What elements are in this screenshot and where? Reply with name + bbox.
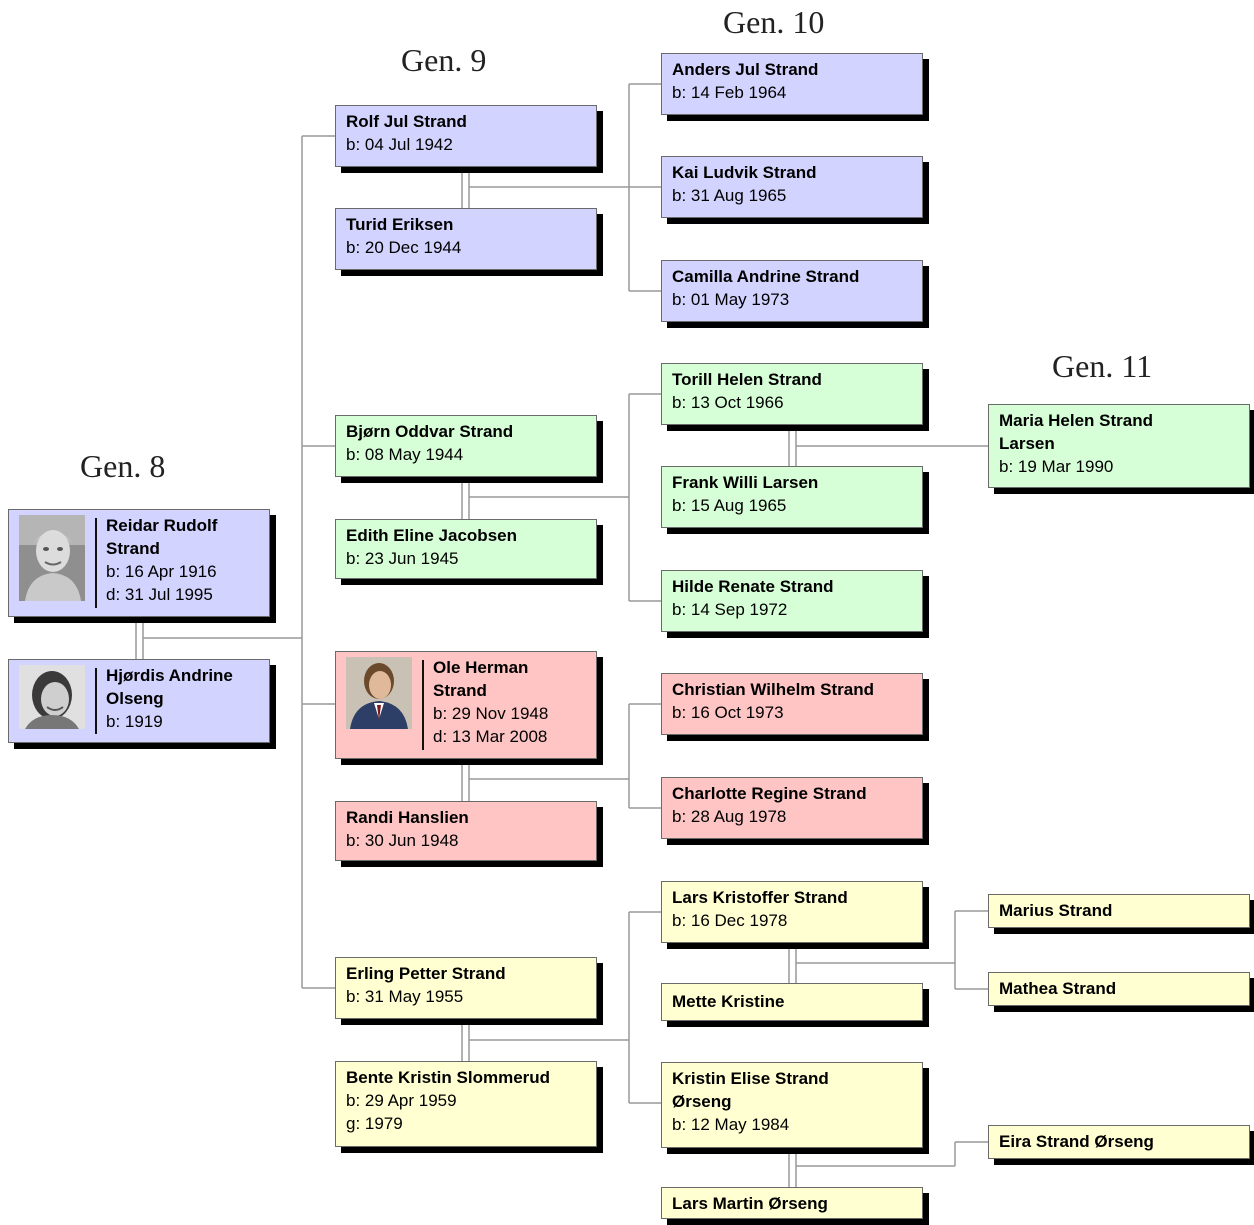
person-name: Hjørdis Andrine [106,666,233,685]
birth-date: b: 31 May 1955 [346,987,464,1006]
person-name: Kristin Elise Strand [672,1069,829,1088]
generation-8-heading: Gen. 8 [80,448,166,484]
marriage-date: g: 1979 [346,1114,403,1133]
person-name: Lars Kristoffer Strand [672,888,848,907]
divider [95,668,97,734]
person-card-charlotte-regine-strand[interactable]: Charlotte Regine Strand b: 28 Aug 1978 [661,777,923,839]
person-name: Maria Helen Strand [999,411,1153,430]
person-name: Kai Ludvik Strand [672,163,817,182]
person-name: Strand [433,681,487,700]
person-name: Frank Willi Larsen [672,473,819,492]
person-name: Ole Herman [433,658,529,677]
person-card-kristin-elise-strand-orseng[interactable]: Kristin Elise Strand Ørseng b: 12 May 19… [661,1062,923,1148]
birth-date: b: 13 Oct 1966 [672,393,784,412]
person-name: Hilde Renate Strand [672,577,834,596]
person-name: Turid Eriksen [346,215,454,234]
person-card-mathea-strand[interactable]: Mathea Strand [988,972,1250,1006]
person-name: Ørseng [672,1092,732,1111]
birth-date: b: 08 May 1944 [346,445,464,464]
person-name: Christian Wilhelm Strand [672,680,874,699]
person-name: Bjørn Oddvar Strand [346,422,514,441]
person-card-hilde-renate-strand[interactable]: Hilde Renate Strand b: 14 Sep 1972 [661,570,923,632]
birth-date: b: 28 Aug 1978 [672,807,787,826]
birth-date: b: 01 May 1973 [672,290,790,309]
person-card-christian-wilhelm-strand[interactable]: Christian Wilhelm Strand b: 16 Oct 1973 [661,673,923,735]
person-card-frank-willi-larsen[interactable]: Frank Willi Larsen b: 15 Aug 1965 [661,466,923,528]
portrait-photo [19,515,85,601]
person-name: Mette Kristine [672,992,785,1011]
person-card-edith-eline-jacobsen[interactable]: Edith Eline Jacobsen b: 23 Jun 1945 [335,519,597,579]
birth-date: b: 15 Aug 1965 [672,496,787,515]
birth-date: b: 12 May 1984 [672,1115,790,1134]
person-card-randi-hanslien[interactable]: Randi Hanslien b: 30 Jun 1948 [335,801,597,861]
person-name: Randi Hanslien [346,808,469,827]
birth-date: b: 30 Jun 1948 [346,831,459,850]
person-name: Bente Kristin Slommerud [346,1068,551,1087]
person-card-lars-kristoffer-strand[interactable]: Lars Kristoffer Strand b: 16 Dec 1978 [661,881,923,943]
person-name: Marius Strand [999,901,1113,920]
person-card-mette-kristine[interactable]: Mette Kristine [661,983,923,1021]
person-card-bjorn-oddvar-strand[interactable]: Bjørn Oddvar Strand b: 08 May 1944 [335,415,597,477]
birth-date: b: 20 Dec 1944 [346,238,462,257]
birth-date: b: 16 Apr 1916 [106,562,217,581]
divider [422,660,424,750]
person-name: Reidar Rudolf [106,516,218,535]
person-card-rolf-jul-strand[interactable]: Rolf Jul Strand b: 04 Jul 1942 [335,105,597,167]
person-card-eira-strand-orseng[interactable]: Eira Strand Ørseng [988,1125,1250,1159]
birth-date: b: 29 Apr 1959 [346,1091,457,1110]
person-card-anders-jul-strand[interactable]: Anders Jul Strand b: 14 Feb 1964 [661,53,923,115]
person-card-reidar-rudolf-strand[interactable]: Reidar Rudolf Strand b: 16 Apr 1916 d: 3… [8,509,270,617]
person-name: Olseng [106,689,164,708]
portrait-photo [346,657,412,729]
person-name: Torill Helen Strand [672,370,822,389]
person-name: Eira Strand Ørseng [999,1132,1154,1151]
person-name: Rolf Jul Strand [346,112,467,131]
birth-date: b: 23 Jun 1945 [346,549,459,568]
divider [95,518,97,608]
person-card-bente-kristin-slommerud[interactable]: Bente Kristin Slommerud b: 29 Apr 1959 g… [335,1061,597,1147]
birth-date: b: 04 Jul 1942 [346,135,453,154]
birth-date: b: 31 Aug 1965 [672,186,787,205]
person-name: Edith Eline Jacobsen [346,526,517,545]
person-card-lars-martin-orseng[interactable]: Lars Martin Ørseng [661,1187,923,1219]
birth-date: b: 14 Feb 1964 [672,83,787,102]
birth-date: b: 16 Oct 1973 [672,703,784,722]
person-card-maria-helen-strand-larsen[interactable]: Maria Helen Strand Larsen b: 19 Mar 1990 [988,404,1250,488]
person-name: Strand [106,539,160,558]
generation-10-heading: Gen. 10 [723,4,825,40]
person-card-marius-strand[interactable]: Marius Strand [988,894,1250,928]
person-name: Anders Jul Strand [672,60,819,79]
death-date: d: 31 Jul 1995 [106,585,213,604]
birth-date: b: 1919 [106,712,163,731]
generation-9-heading: Gen. 9 [401,42,487,78]
person-name: Camilla Andrine Strand [672,267,860,286]
generation-11-heading: Gen. 11 [1052,348,1153,384]
portrait-photo [19,665,85,729]
death-date: d: 13 Mar 2008 [433,727,548,746]
person-name: Erling Petter Strand [346,964,506,983]
person-card-ole-herman-strand[interactable]: Ole Herman Strand b: 29 Nov 1948 d: 13 M… [335,651,597,759]
person-card-torill-helen-strand[interactable]: Torill Helen Strand b: 13 Oct 1966 [661,363,923,425]
person-name: Mathea Strand [999,979,1117,998]
person-card-erling-petter-strand[interactable]: Erling Petter Strand b: 31 May 1955 [335,957,597,1019]
person-name: Larsen [999,434,1055,453]
person-card-turid-eriksen[interactable]: Turid Eriksen b: 20 Dec 1944 [335,208,597,270]
person-card-hjordis-andrine-olseng[interactable]: Hjørdis Andrine Olseng b: 1919 [8,659,270,743]
person-card-camilla-andrine-strand[interactable]: Camilla Andrine Strand b: 01 May 1973 [661,260,923,322]
birth-date: b: 14 Sep 1972 [672,600,788,619]
birth-date: b: 19 Mar 1990 [999,457,1114,476]
birth-date: b: 29 Nov 1948 [433,704,549,723]
birth-date: b: 16 Dec 1978 [672,911,788,930]
person-name: Charlotte Regine Strand [672,784,867,803]
person-card-kai-ludvik-strand[interactable]: Kai Ludvik Strand b: 31 Aug 1965 [661,156,923,218]
person-name: Lars Martin Ørseng [672,1194,828,1213]
